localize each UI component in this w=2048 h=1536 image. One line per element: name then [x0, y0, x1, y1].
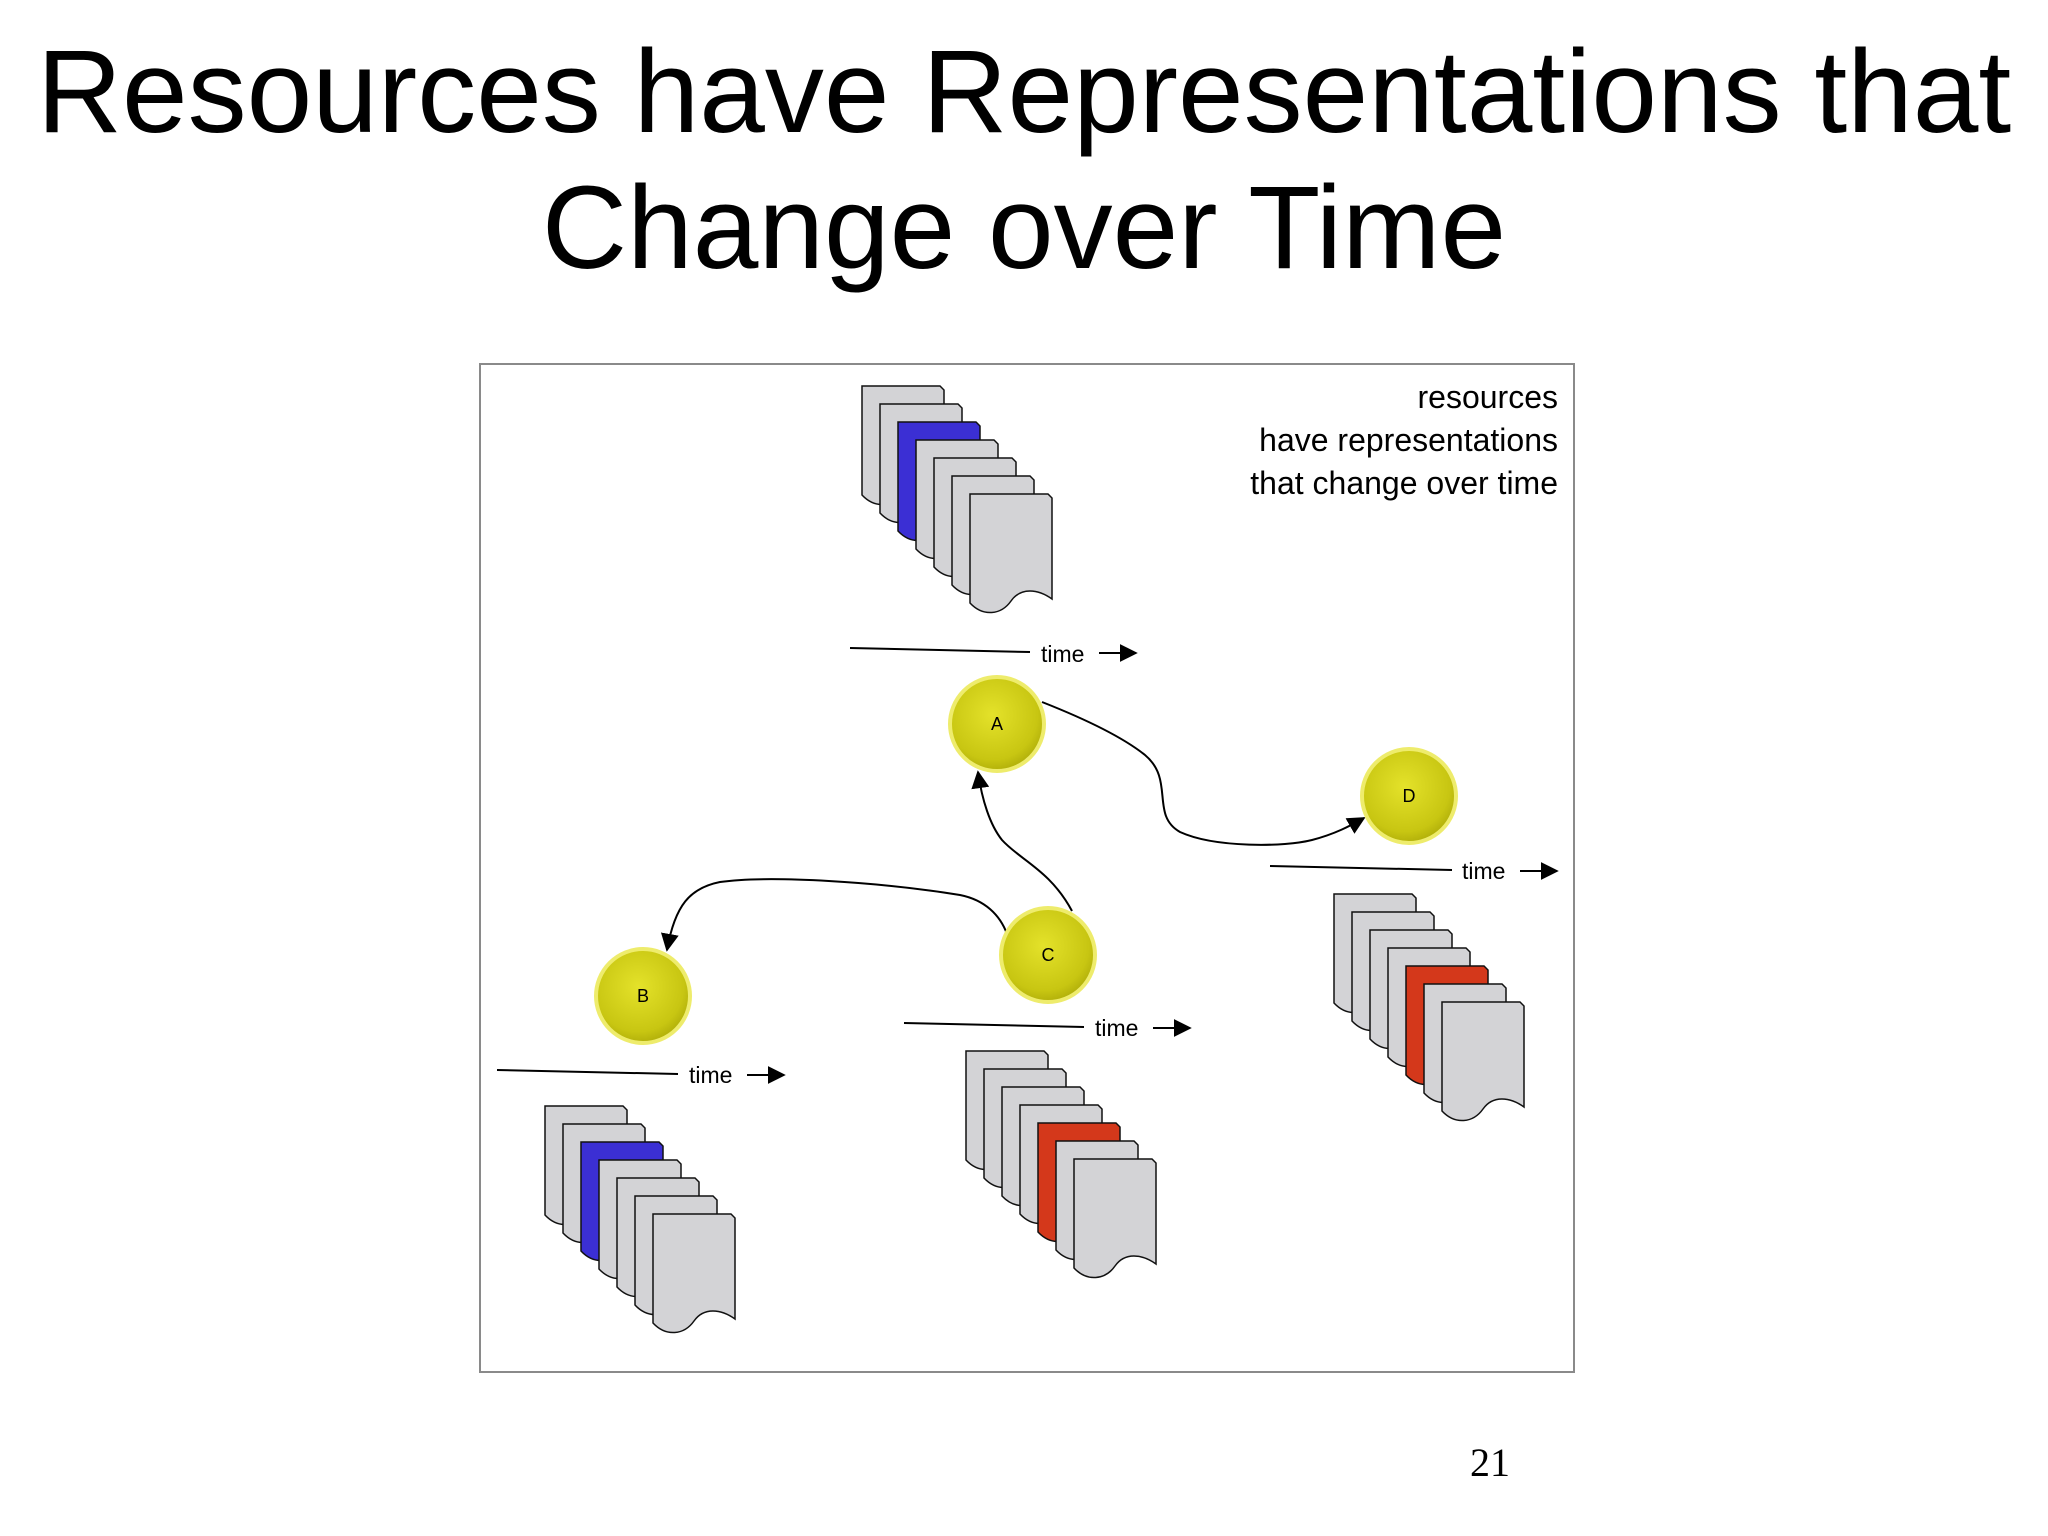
timeline-c: time	[903, 1015, 1192, 1041]
representation-page	[969, 493, 1053, 614]
nodes: A B C D	[594, 675, 1458, 1045]
caption-line-3: that change over time	[1250, 465, 1558, 501]
link-c-to-a	[971, 770, 1073, 912]
stack-c	[965, 1050, 1157, 1279]
timeline-d: time	[1269, 858, 1559, 884]
links	[660, 701, 1366, 952]
caption-line-2: have representations	[1259, 422, 1558, 458]
node-d[interactable]: D	[1360, 747, 1458, 845]
node-a[interactable]: A	[948, 675, 1046, 773]
time-label-a: time	[1041, 641, 1084, 667]
node-b-label: B	[637, 986, 649, 1006]
slide-title-line-1: Resources have Representations that	[36, 26, 2012, 158]
representation-page	[1441, 1001, 1525, 1122]
diagram-caption: resources have representations that chan…	[1250, 379, 1558, 501]
representation-page	[652, 1213, 736, 1334]
representation-page	[1073, 1158, 1157, 1279]
node-c-label: C	[1042, 945, 1055, 965]
stack-b	[544, 1105, 736, 1334]
link-c-to-b	[660, 878, 1008, 952]
node-a-label: A	[991, 714, 1003, 734]
stack-a	[861, 385, 1053, 614]
timeline-b: time	[496, 1062, 786, 1088]
time-label-b: time	[689, 1062, 732, 1088]
timeline-a: time	[849, 641, 1138, 667]
page-number: 21	[1470, 1440, 1510, 1485]
caption-line-1: resources	[1418, 379, 1559, 415]
stack-d	[1333, 893, 1525, 1122]
link-a-to-d	[1041, 701, 1366, 846]
time-label-c: time	[1095, 1015, 1138, 1041]
node-d-label: D	[1403, 786, 1416, 806]
node-b[interactable]: B	[594, 947, 692, 1045]
time-label-d: time	[1462, 858, 1505, 884]
slide-title: Resources have Representations that Chan…	[0, 24, 2048, 296]
node-c[interactable]: C	[999, 906, 1097, 1004]
slide-title-line-2: Change over Time	[541, 162, 1507, 294]
